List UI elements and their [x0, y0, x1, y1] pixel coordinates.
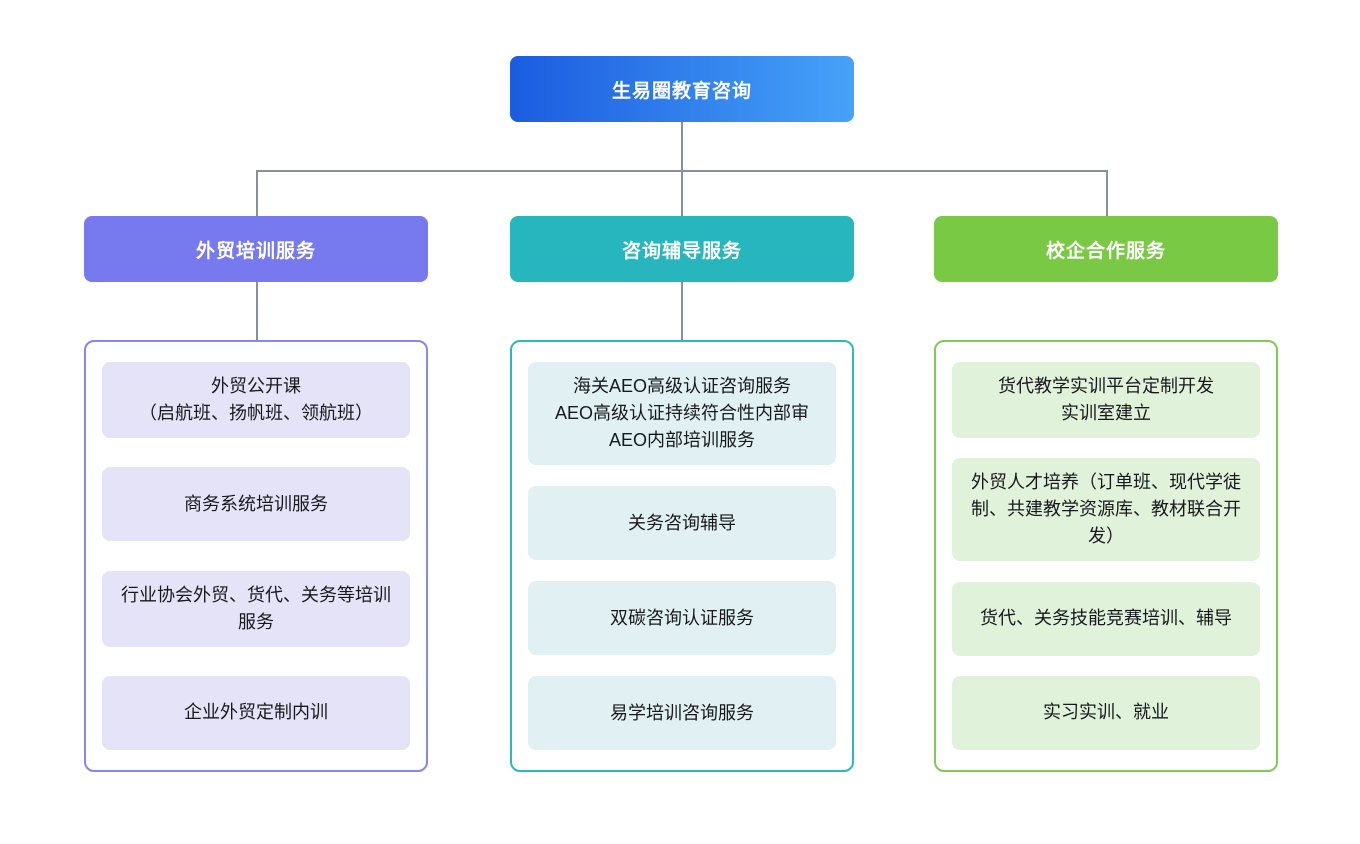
- branch-header-consulting-coaching: 咨询辅导服务: [510, 216, 854, 282]
- connector-horizontal-bus: [256, 170, 1107, 172]
- connector-root-vertical: [681, 122, 683, 217]
- branch-container-trade-training: 外贸公开课 （启航班、扬帆班、领航班） 商务系统培训服务 行业协会外贸、货代、关…: [84, 340, 428, 772]
- branch-header-school-enterprise: 校企合作服务: [934, 216, 1278, 282]
- root-node: 生易圈教育咨询: [510, 56, 854, 122]
- service-item: 企业外贸定制内训: [102, 675, 410, 750]
- service-item: 外贸公开课 （启航班、扬帆班、领航班）: [102, 362, 410, 438]
- branch-container-school-enterprise: 货代教学实训平台定制开发 实训室建立 外贸人才培养（订单班、现代学徒制、共建教学…: [934, 340, 1278, 772]
- service-item: 外贸人才培养（订单班、现代学徒制、共建教学资源库、教材联合开发）: [952, 458, 1260, 562]
- service-item: 关务咨询辅导: [528, 486, 836, 560]
- service-item: 易学培训咨询服务: [528, 676, 836, 750]
- service-item: 货代教学实训平台定制开发 实训室建立: [952, 362, 1260, 438]
- connector-branch1-drop: [256, 282, 258, 340]
- branch-header-label: 咨询辅导服务: [621, 240, 742, 262]
- branch-header-trade-training: 外贸培训服务: [84, 216, 428, 282]
- connector-left-drop: [256, 170, 258, 217]
- service-item: 商务系统培训服务: [102, 467, 410, 542]
- service-item: 货代、关务技能竞赛培训、辅导: [952, 581, 1260, 656]
- branch-header-label: 校企合作服务: [1045, 240, 1166, 262]
- branch-container-consulting-coaching: 海关AEO高级认证咨询服务 AEO高级认证持续符合性内部审 AEO内部培训服务 …: [510, 340, 854, 772]
- branch-header-label: 外贸培训服务: [195, 240, 316, 262]
- service-item: 双碳咨询认证服务: [528, 581, 836, 655]
- connector-right-drop: [1106, 170, 1108, 217]
- connector-branch2-drop: [681, 282, 683, 340]
- service-item: 海关AEO高级认证咨询服务 AEO高级认证持续符合性内部审 AEO内部培训服务: [528, 362, 836, 465]
- service-item: 实习实训、就业: [952, 675, 1260, 750]
- root-node-label: 生易圈教育咨询: [611, 80, 752, 102]
- service-item: 行业协会外贸、货代、关务等培训服务: [102, 570, 410, 647]
